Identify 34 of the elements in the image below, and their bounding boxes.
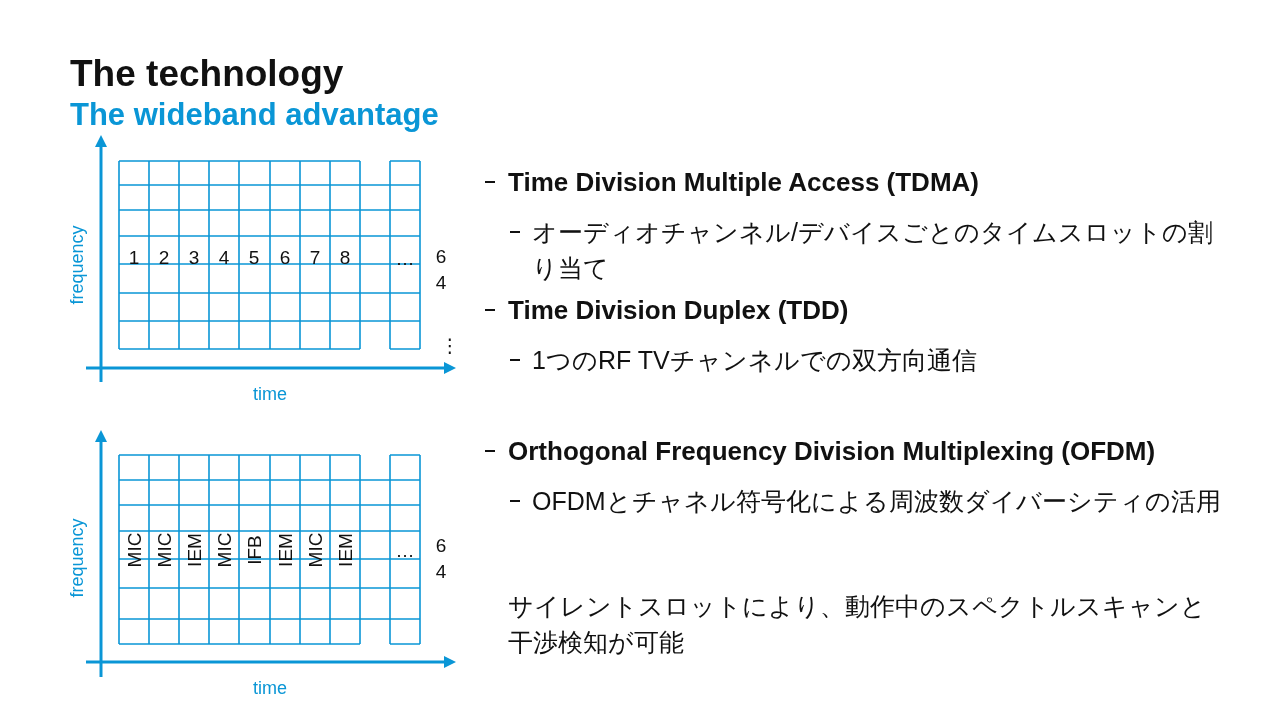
ellipsis-text: ⋮ <box>440 335 460 355</box>
axis-label: frequency <box>68 225 86 305</box>
slot-number: 7 <box>309 247 321 267</box>
title: The technology <box>70 55 344 92</box>
slot-number: 1 <box>128 247 140 267</box>
bullet-heading: Time Division Multiple Access (TDMA) <box>508 166 979 198</box>
slot-number: 6 <box>279 247 291 267</box>
slot-count: 64 <box>435 534 447 584</box>
bullet-text: OFDMとチャネル符号化による周波数ダイバーシティの活用 <box>532 486 1222 517</box>
slot-label: MIC <box>305 532 325 568</box>
slot-label: IFB <box>244 535 264 565</box>
slot-label: MIC <box>124 532 144 568</box>
slot-count: 64 <box>435 245 447 295</box>
subtitle: The wideband advantage <box>70 96 439 133</box>
ellipsis-text: … <box>395 248 415 268</box>
ellipsis-text: … <box>395 540 415 560</box>
bullet-heading: Orthogonal Frequency Division Multiplexing (OFDM) <box>508 435 1156 467</box>
slot-label: MIC <box>214 532 234 568</box>
slot-label: IEM <box>275 533 295 567</box>
note-text: サイレントスロットにより、動作中のスペクトルスキャンと干渉検知が可能 <box>508 591 1207 658</box>
slot-number: 8 <box>339 247 351 267</box>
slot-number: 5 <box>248 247 260 267</box>
slot-label: IEM <box>335 533 355 567</box>
slot-label: IEM <box>184 533 204 567</box>
axis-label: time <box>253 385 287 403</box>
axis-label: time <box>253 679 287 697</box>
bullet-text: 1つのRF TVチャンネルでの双方向通信 <box>532 345 978 376</box>
slot-label: MIC <box>154 532 174 568</box>
slot-number: 3 <box>188 247 200 267</box>
bullet-heading: Time Division Duplex (TDD) <box>508 294 849 326</box>
slot-number: 4 <box>218 247 230 267</box>
slot-number: 2 <box>158 247 170 267</box>
axis-label: frequency <box>68 518 86 598</box>
bullet-text: オーディオチャンネル/デバイスごとのタイムスロットの割り当て <box>532 217 1214 284</box>
